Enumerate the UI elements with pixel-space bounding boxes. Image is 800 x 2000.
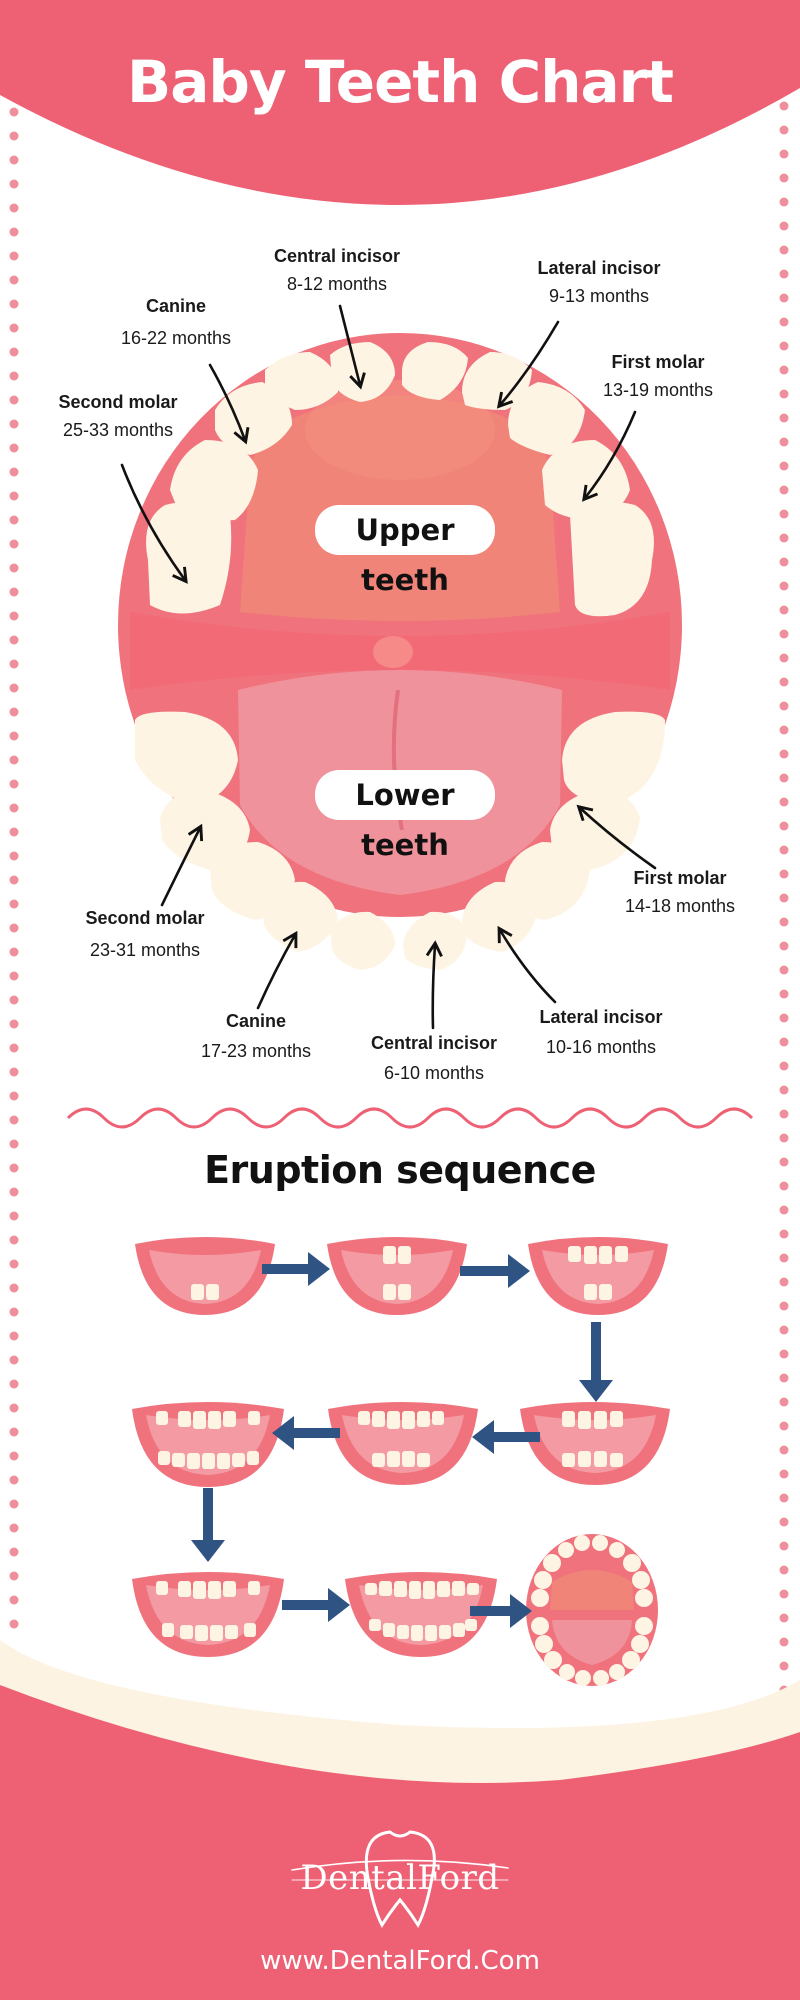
stage-1 [135,1237,275,1315]
stage-3 [528,1237,668,1315]
lower-teeth-label: Lower teeth [315,770,495,862]
seq-arrow-1 [262,1252,330,1286]
tooth-name: Lateral incisor [539,1007,663,1027]
arrow-upper-central [338,304,366,390]
arrow-lower-lateral [497,925,557,1004]
arrow-lower-first-molar [576,804,657,870]
seq-arrow-3 [579,1322,613,1402]
tooth-logo-icon [364,1830,436,1929]
upper-first-molar-right [542,440,630,520]
label-upper-canine: Canine 16-22 months [56,294,296,350]
label-lower-central-incisor: Central incisor 6-10 months [314,1031,554,1085]
footer-band [0,1685,800,2000]
tooth-months: 14-18 months [624,896,736,916]
page-title: Baby Teeth Chart [127,48,674,116]
label-lower-lateral-incisor: Lateral incisor 10-16 months [481,1005,721,1059]
seq-arrow-7 [282,1588,350,1622]
label-lower-canine: Canine 17-23 months [136,1009,376,1063]
stage-9-complete [526,1534,658,1686]
upper-lateral-incisor-right [462,352,532,410]
lower-central-incisor-left [330,911,395,970]
tooth-name: First molar [611,352,705,372]
pointer-arrows [120,304,657,1030]
arrow-upper-canine [208,363,250,445]
lower-first-molar-right [550,790,640,870]
tooth-months: 10-16 months [545,1037,657,1057]
tooth-months: 17-23 months [200,1041,312,1061]
lower-lateral-incisor-left [262,881,338,952]
eruption-sequence [132,1237,670,1686]
upper-central-incisor-left [330,342,395,402]
lower-central-incisor-right [403,911,468,970]
tooth-name: Central incisor [273,246,401,266]
seq-arrow-4 [472,1420,540,1454]
seq-arrow-2 [460,1254,530,1288]
header-band [0,0,800,205]
seq-arrow-5 [272,1416,340,1450]
upper-central-incisor-right [402,342,468,400]
upper-canine-right [508,382,585,455]
stage-6 [132,1402,284,1487]
tooth-months: 6-10 months [383,1063,485,1083]
stage-7 [132,1572,284,1657]
upper-teeth-label: Upper teeth [315,505,495,597]
upper-second-molar-left [146,501,232,614]
arrow-upper-first-molar [582,410,637,502]
brand-name: DentalFord [300,1858,500,1898]
seq-arrow-8 [470,1594,532,1628]
arrow-lower-second-molar [160,823,204,907]
tooth-months: 8-12 months [286,274,388,294]
stage-4 [520,1402,670,1485]
label-upper-central-incisor: Central incisor 8-12 months [217,244,457,296]
stage-5 [328,1402,478,1485]
lower-second-molar-left [135,711,238,805]
arrow-upper-second-molar [120,463,188,584]
upper-lateral-incisor-left [265,352,339,410]
tooth-months: 13-19 months [602,380,714,400]
stage-8 [345,1572,497,1657]
label-lower-second-molar: Second molar 23-31 months [25,906,265,962]
left-dot-border [9,107,19,1629]
wavy-divider [66,1107,754,1129]
label-lower-first-molar: First molar 14-18 months [560,866,800,918]
upper-second-molar-right [570,501,654,617]
dentalford-logo [291,1830,509,1929]
tooth-name: Second molar [85,908,205,928]
tooth-months: 9-13 months [548,286,650,306]
tooth-name: Lateral incisor [537,258,661,278]
lower-second-molar-right [562,711,665,805]
arrow-lower-central [425,940,443,1030]
right-dot-border [779,101,789,1695]
label-upper-first-molar: First molar 13-19 months [538,350,778,402]
tooth-name: Canine [145,296,206,316]
mouth-diagram [118,304,682,1030]
eruption-sequence-title: Eruption sequence [204,1148,596,1192]
arrow-upper-lateral [496,320,560,409]
tooth-months: 23-31 months [89,940,201,960]
tooth-name: Canine [225,1011,286,1031]
tooth-months: 25-33 months [62,420,174,440]
upper-teeth [146,342,654,617]
tooth-name: First molar [633,868,727,888]
website-link[interactable]: www.DentalFord.Com [260,1946,540,1976]
label-upper-lateral-incisor: Lateral incisor 9-13 months [479,256,719,308]
sequence-arrows [191,1252,613,1628]
seq-arrow-6 [191,1488,225,1562]
tooth-name: Central incisor [370,1033,498,1053]
upper-first-molar-left [170,440,258,521]
tooth-name: Second molar [58,392,178,412]
stage-2 [327,1237,467,1315]
label-upper-second-molar: Second molar 25-33 months [0,390,238,442]
tooth-months: 16-22 months [120,328,232,348]
arrow-lower-canine [256,930,298,1010]
